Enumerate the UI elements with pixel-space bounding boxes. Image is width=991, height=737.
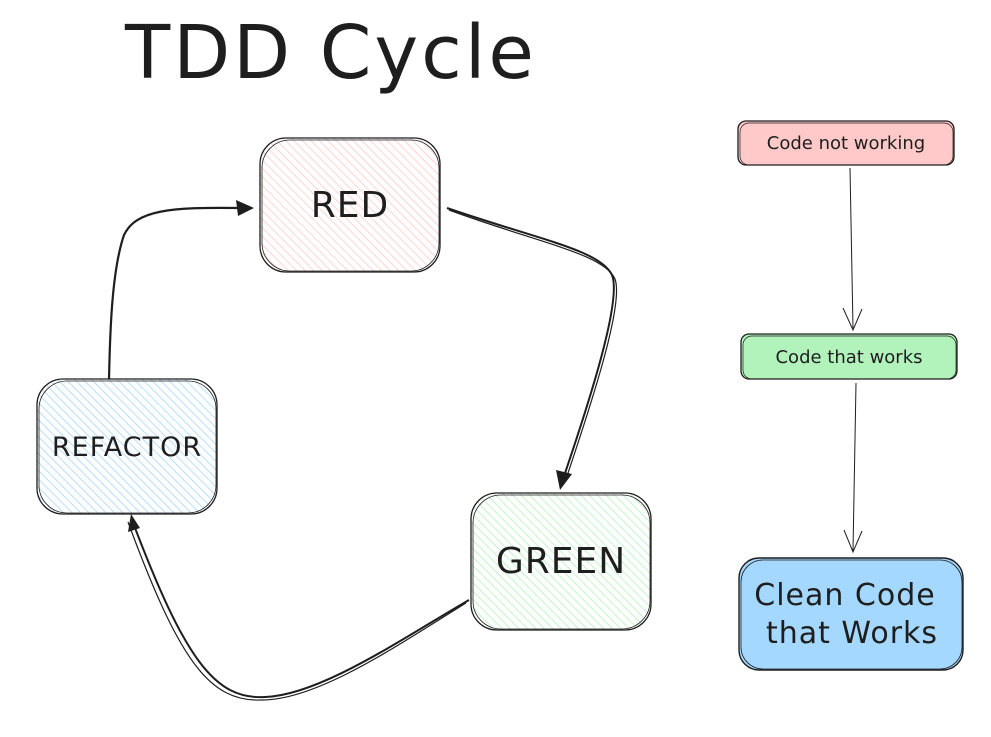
legend-clean-line1: Clean Code	[754, 578, 935, 613]
refactor-box: REFACTOR	[36, 378, 218, 515]
arrow-red-to-green	[446, 207, 618, 490]
red-label: RED	[311, 185, 389, 226]
legend-not-working-label: Code not working	[767, 133, 925, 154]
green-box: GREEN	[470, 492, 652, 631]
legend-clean-line2: that Works	[766, 616, 938, 651]
refactor-label: REFACTOR	[52, 432, 202, 463]
legend-clean-code: Clean Code that Works	[738, 557, 964, 671]
arrow-green-to-refactor	[127, 514, 470, 701]
legend-arrow-1	[842, 167, 863, 332]
green-label: GREEN	[496, 541, 626, 582]
diagram-title: TDD Cycle	[124, 10, 537, 96]
legend-works-label: Code that works	[775, 347, 922, 368]
red-box: RED	[259, 137, 441, 273]
legend-arrow-2	[843, 382, 863, 554]
arrow-refactor-to-red	[107, 200, 254, 381]
legend-code-not-working: Code not working	[737, 120, 955, 166]
legend-code-that-works: Code that works	[740, 333, 958, 380]
